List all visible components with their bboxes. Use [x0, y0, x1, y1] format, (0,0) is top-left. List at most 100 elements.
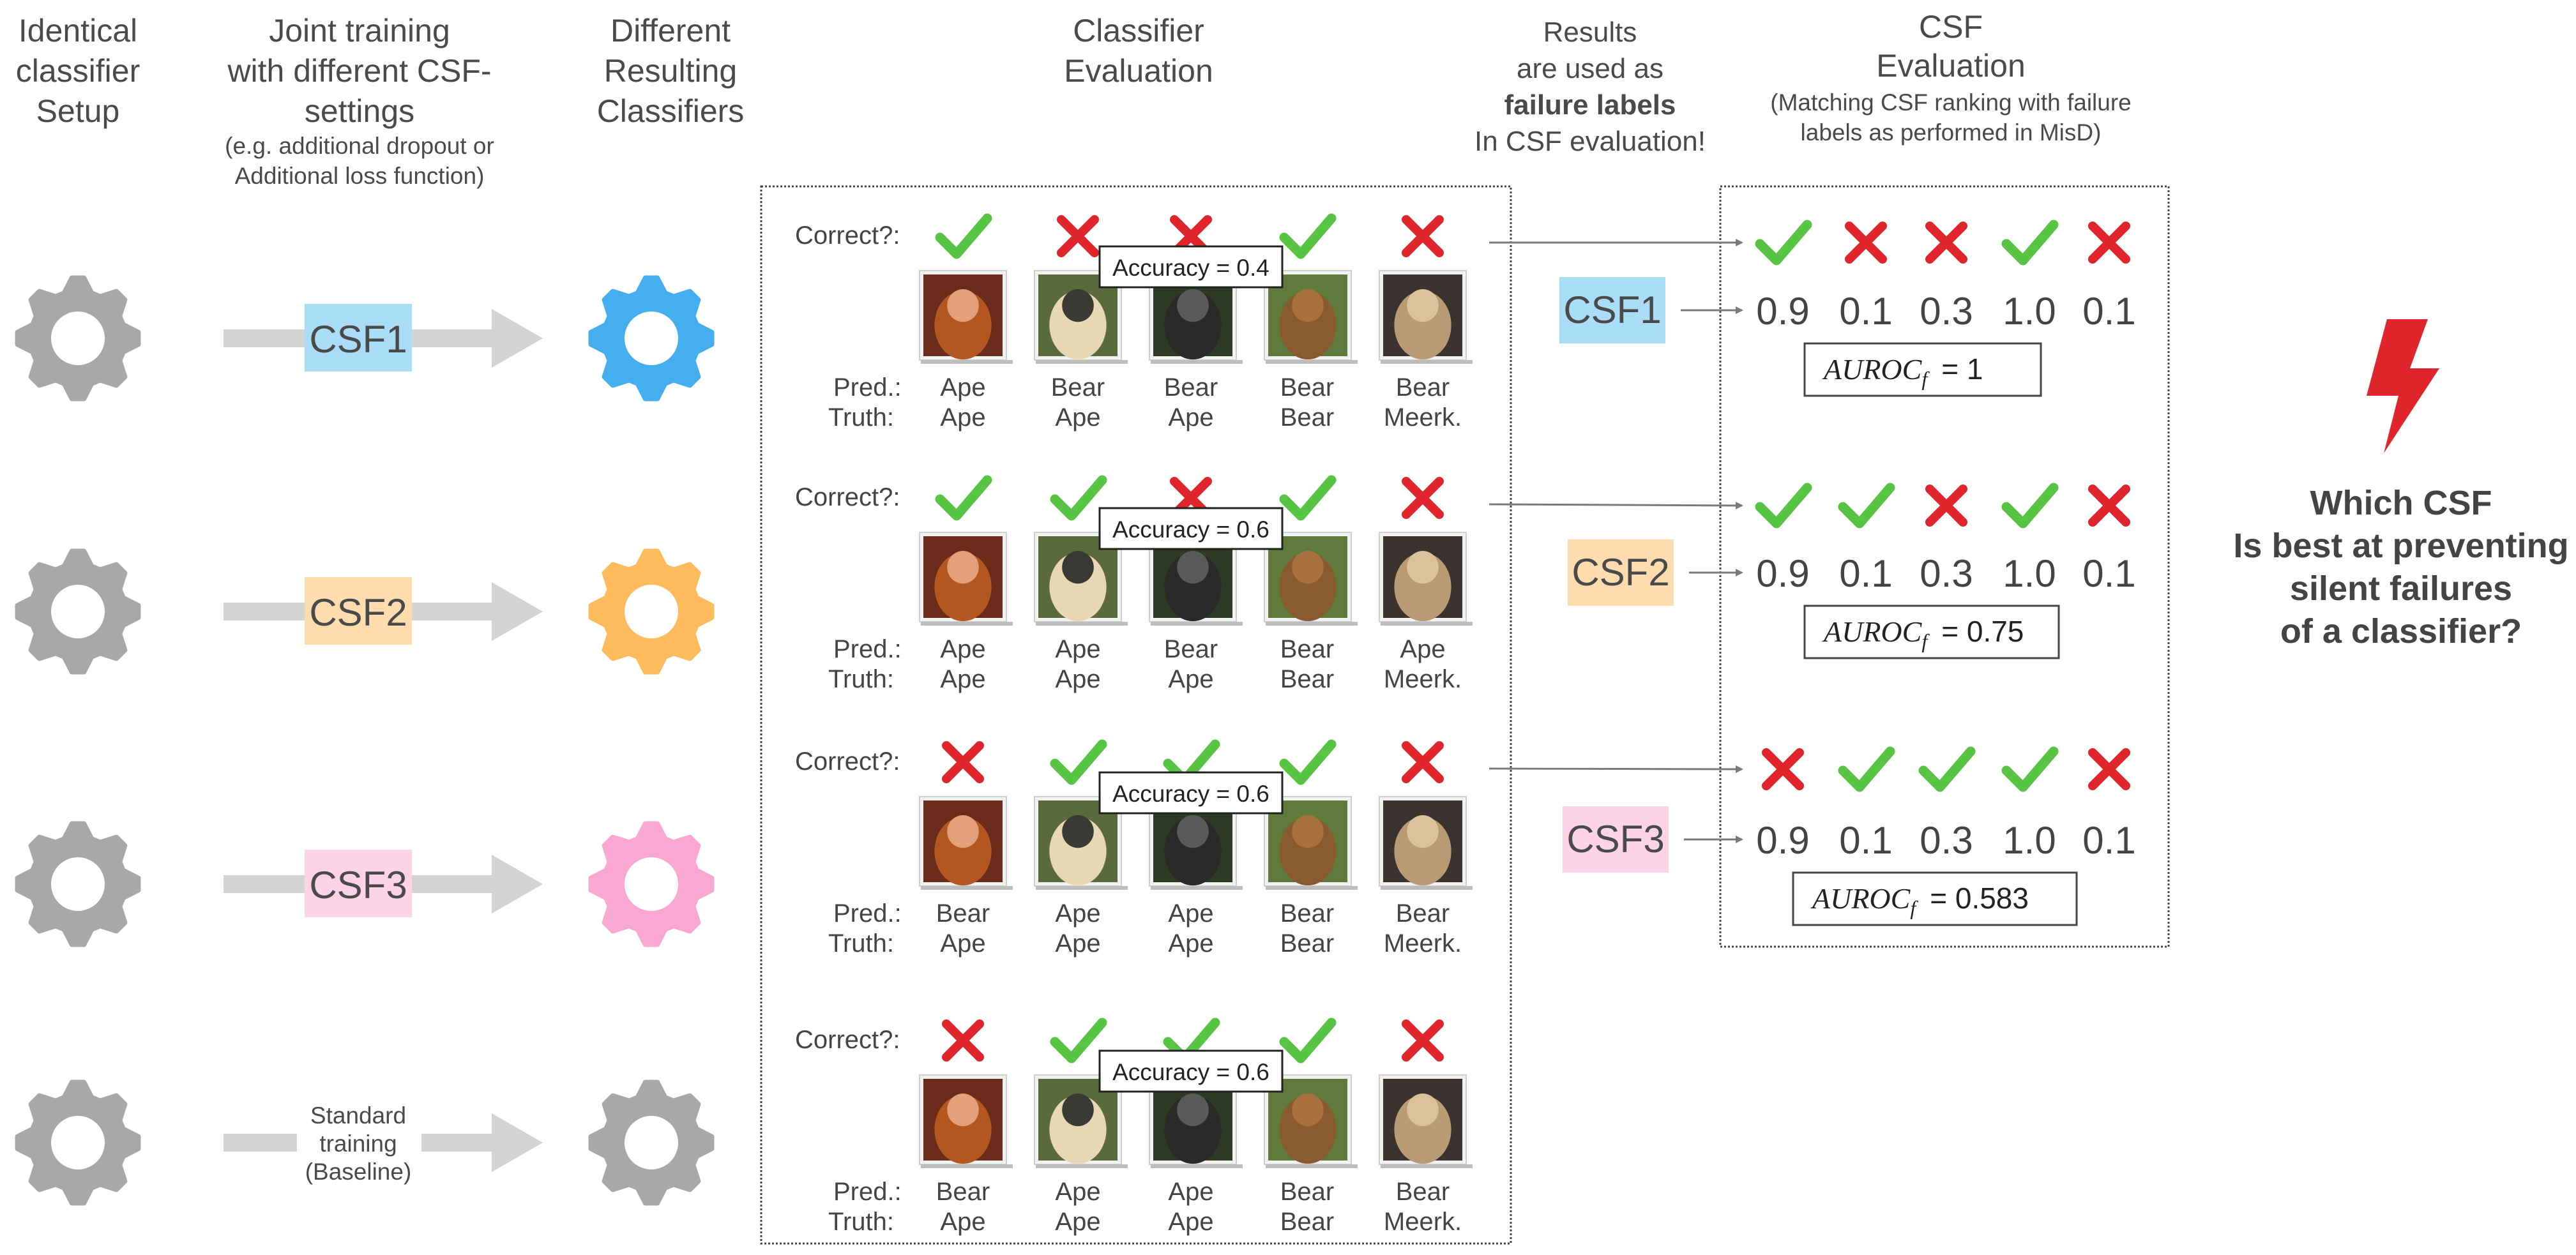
green-check-icon — [2001, 220, 2059, 266]
prediction-value: Bear — [1051, 373, 1105, 402]
prediction-value: Ape — [1400, 635, 1445, 663]
truth-label: Truth: — [828, 929, 894, 958]
animal-photo — [919, 1074, 1013, 1168]
green-check-icon — [1918, 746, 1976, 792]
animal-photo — [1264, 796, 1358, 890]
failure-label-arrow — [1489, 501, 1743, 509]
gear-icon — [15, 1079, 141, 1206]
truth-value: Meerk. — [1384, 665, 1462, 693]
green-check-icon — [1279, 739, 1337, 785]
csf-eval-badge-label: CSF3 — [1566, 818, 1664, 860]
truth-value: Ape — [1055, 1208, 1100, 1236]
csf-score: 1.0 — [2003, 819, 2056, 862]
auroc-box: AUROCf= 0.583 — [1792, 871, 2078, 926]
header-col2-line3: settings — [305, 93, 414, 129]
green-check-icon — [1279, 475, 1337, 521]
header-joint-training: Joint training with different CSF- setti… — [225, 13, 494, 189]
correct-label: Correct?: — [795, 1026, 900, 1054]
header-col6-line1: CSF — [1919, 9, 1983, 45]
red-cross-icon — [1925, 222, 1967, 264]
auroc-box: AUROCf= 0.75 — [1803, 605, 2060, 659]
csf-score: 0.1 — [1839, 819, 1892, 862]
header-col1-line3: Setup — [36, 93, 120, 129]
correct-label: Correct?: — [795, 748, 900, 776]
truth-value: Bear — [1280, 665, 1335, 693]
prediction-value: Bear — [1280, 899, 1335, 928]
truth-value: Ape — [1055, 665, 1100, 693]
prediction-value: Ape — [1168, 1178, 1213, 1206]
animal-photo — [1379, 1074, 1473, 1168]
truth-value: Ape — [1168, 403, 1213, 432]
green-check-icon — [2001, 746, 2059, 792]
header-col2-note2: Additional loss function) — [235, 163, 485, 189]
csf-score: 0.1 — [1839, 552, 1892, 595]
animal-photo — [919, 270, 1013, 364]
header-col1-line1: Identical — [19, 13, 137, 49]
header-csf-evaluation: CSF Evaluation (Matching CSF ranking wit… — [1770, 9, 2132, 146]
training-arrowhead — [492, 1113, 543, 1172]
accuracy-box: Accuracy = 0.6 — [1098, 771, 1284, 815]
csf-score: 0.9 — [1756, 552, 1809, 595]
header-col4-line2: Evaluation — [1064, 53, 1213, 89]
question-line1: Which CSF — [2310, 484, 2492, 522]
classifier-evaluation-frame — [760, 185, 1512, 1245]
csf-eval-badge-bg — [1568, 539, 1674, 606]
truth-value: Ape — [1168, 1208, 1213, 1236]
red-cross-icon — [1402, 1019, 1444, 1062]
header-col3-line2: Resulting — [604, 53, 737, 89]
animal-photo — [1034, 1074, 1128, 1168]
truth-value: Bear — [1280, 929, 1335, 958]
svg-text:AUROCf= 0.583: AUROCf= 0.583 — [1810, 882, 2029, 919]
accuracy-box: Accuracy = 0.6 — [1098, 1049, 1284, 1093]
header-col2-note1: (e.g. additional dropout or — [225, 133, 494, 159]
green-check-icon — [1050, 1018, 1107, 1063]
csf-badge-bg — [305, 850, 412, 917]
prediction-value: Ape — [1055, 1178, 1100, 1206]
prediction-value: Ape — [1055, 635, 1100, 663]
header-failure-labels: Results are used as failure labels In CS… — [1474, 17, 1706, 157]
green-check-icon — [1050, 475, 1107, 521]
truth-value: Ape — [940, 665, 985, 693]
truth-value: Ape — [1168, 665, 1213, 693]
prediction-value: Bear — [1280, 1178, 1335, 1206]
csf-badge-bg — [305, 577, 412, 645]
header-col3-line3: Classifiers — [597, 93, 745, 129]
csf-score: 0.3 — [1920, 290, 1973, 333]
header-col5-line1: Results — [1543, 17, 1637, 48]
csf-eval-badge-bg — [1559, 277, 1665, 343]
csf-badge-label: CSF2 — [309, 591, 407, 634]
baseline-label-line: Standard — [310, 1102, 406, 1129]
truth-value: Ape — [1055, 403, 1100, 432]
red-cross-icon — [942, 741, 984, 783]
truth-value: Meerk. — [1384, 403, 1462, 432]
svg-text:AUROCf= 0.75: AUROCf= 0.75 — [1822, 615, 2024, 652]
prediction-value: Ape — [1055, 899, 1100, 928]
prediction-value: Ape — [940, 373, 985, 402]
truth-value: Ape — [1055, 929, 1100, 958]
pred-label: Pred.: — [833, 635, 902, 663]
gear-icon — [588, 275, 715, 402]
csf-score: 0.9 — [1756, 290, 1809, 333]
accuracy-box: Accuracy = 0.4 — [1098, 245, 1284, 289]
truth-value: Meerk. — [1384, 1208, 1462, 1236]
training-arrowhead — [492, 309, 543, 368]
training-arrowhead — [492, 582, 543, 641]
prediction-value: Bear — [1396, 373, 1450, 402]
prediction-value: Bear — [1280, 635, 1335, 663]
gear-icon — [15, 275, 141, 402]
green-check-icon — [1279, 213, 1337, 259]
csf-score: 1.0 — [2003, 552, 2056, 595]
red-cross-icon — [1402, 477, 1444, 519]
red-cross-icon — [2088, 222, 2130, 264]
question-text: Which CSF Is best at preventing silent f… — [2233, 484, 2568, 650]
animal-photo — [1379, 796, 1473, 890]
animal-photo — [1379, 270, 1473, 364]
baseline-label-line: (Baseline) — [305, 1159, 412, 1185]
header-col6-note2: labels as performed in MisD) — [1801, 119, 2102, 146]
auroc-box: AUROCf= 1 — [1803, 342, 2042, 397]
header-col5-bold: failure labels — [1504, 89, 1676, 121]
prediction-value: Bear — [936, 1178, 990, 1206]
red-cross-icon — [2088, 748, 2130, 790]
